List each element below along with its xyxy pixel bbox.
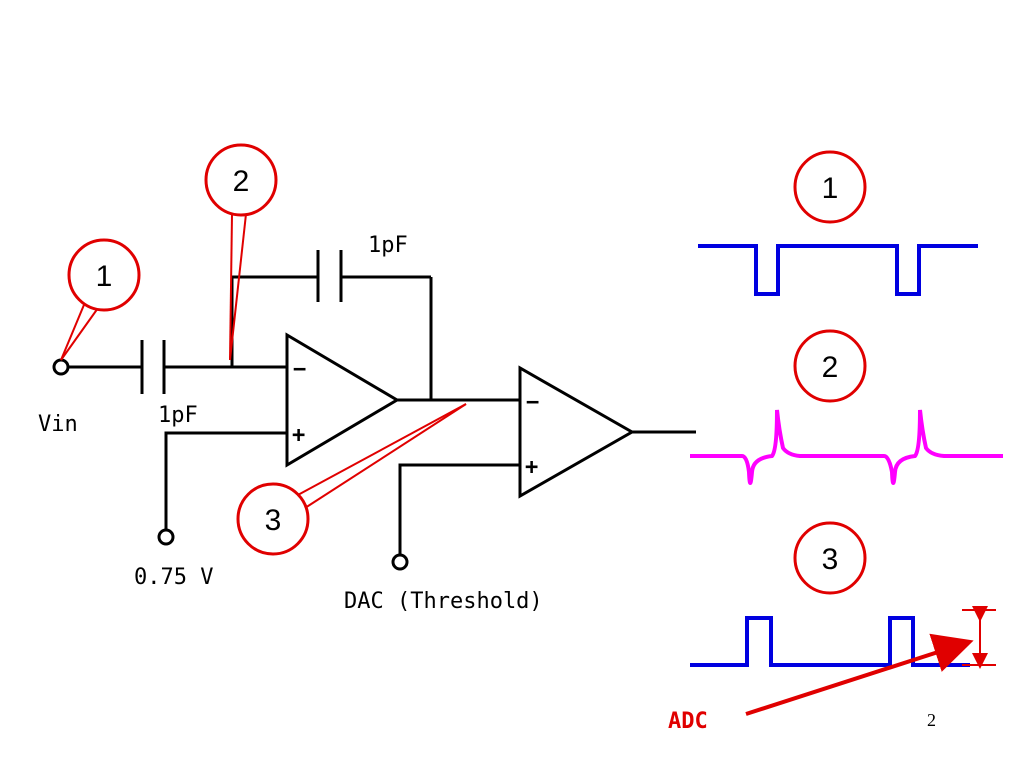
vin-terminal [52,358,70,376]
opamp1-plus-sign: + [292,423,305,448]
vin-label: Vin [38,412,78,437]
dac-wire [398,463,520,555]
ref-voltage-label: 0.75 V [134,565,213,590]
feedback-cap-label: 1pF [368,233,408,258]
integrator-opamp [285,332,400,468]
waveform-1 [698,244,978,296]
waveform-3 [690,616,970,667]
adc-label: ADC [668,709,708,734]
callout-1: 1 [60,238,141,361]
adc-arrow [745,633,974,716]
comparator-opamp [518,365,636,499]
callout-2: 2 [204,143,278,361]
waveform-2-number: 2 [822,351,839,384]
opamp1-minus-sign: − [293,357,306,382]
dac-terminal [391,553,409,571]
waveform-2-badge: 2 [793,329,867,403]
waveform-3-number: 3 [822,543,839,576]
callout-3: 3 [236,403,467,556]
opamp2-minus-sign: − [526,390,539,415]
ref-terminal [157,528,175,546]
amplitude-marker [962,606,996,669]
input-cap-label: 1pF [158,403,198,428]
waveform-1-number: 1 [822,172,839,205]
waveform-3-badge: 3 [793,521,867,595]
callout-2-number: 2 [233,165,250,198]
waveform-1-badge: 1 [793,150,867,224]
dac-label: DAC (Threshold) [344,589,543,614]
input-capacitor [140,340,166,394]
opamp2-plus-sign: + [525,455,538,480]
ref-wire [164,431,287,530]
waveform-2 [690,409,1003,485]
feedback-capacitor [316,250,343,302]
callout-1-number: 1 [96,260,113,293]
page-number: 2 [927,710,936,730]
callout-3-number: 3 [265,504,282,537]
